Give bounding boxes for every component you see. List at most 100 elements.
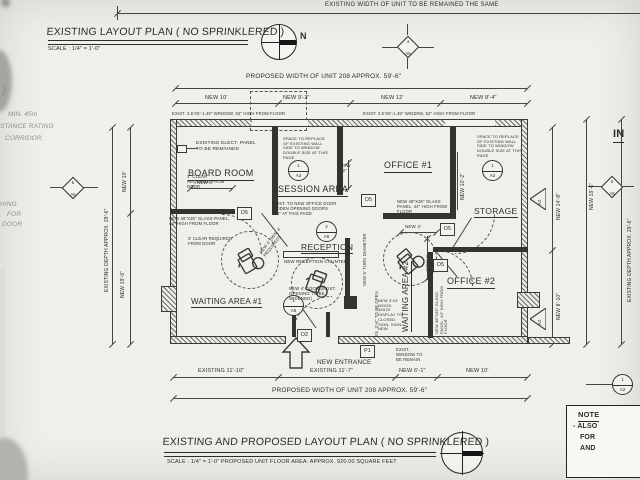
north-compass-icon (260, 23, 298, 61)
exterior-wall (161, 286, 177, 312)
dim-line (586, 384, 613, 385)
dim-line (586, 119, 587, 345)
exterior-wall (170, 119, 253, 127)
section-triangle-label: A2 (537, 319, 542, 325)
dim-bottom-overall: PROPOSED WIDTH OF UNIT 208 APPROX. 59'-6… (272, 387, 428, 394)
dim-line (457, 152, 458, 210)
room-label: OFFICE #1 (384, 160, 433, 173)
dim-label: NEW 19'-6" (589, 182, 595, 210)
dim-line (117, 13, 640, 14)
door-tag: D5 (237, 207, 252, 220)
room-label: WAITING AREA #2 (401, 260, 413, 332)
entrance-label: NEW ENTRANCE (317, 359, 372, 366)
proposed-plan-title: EXISTING AND PROPOSED LAYOUT PLAN ( NO S… (162, 436, 490, 448)
dim-line (621, 119, 622, 345)
annotation: EX. 3'-6" TO BE OPEN (374, 291, 379, 337)
interior-wall (433, 247, 528, 252)
dim-line (407, 24, 408, 35)
proposed-window-dashed (250, 91, 307, 131)
door-tag: D2 (297, 329, 312, 342)
annotation: EXIST. TO NEW OFFICE DOOR HIDDEN OPENING… (272, 201, 337, 216)
interior-wall (428, 252, 433, 338)
dim-line (173, 398, 527, 399)
scan-smudge (0, 438, 28, 480)
wheelchair-icon (390, 241, 429, 281)
pencil-note: HING (0, 201, 17, 208)
dim-label: EXISTING DEPTH APPROX. 29'-6" (104, 208, 110, 293)
existing-plan-title: EXISTING LAYOUT PLAN ( NO SPRINKLERED ) (46, 26, 285, 38)
interior-wall (345, 238, 350, 298)
dim-label: NEW 9'-2" (283, 95, 310, 101)
room-label: STORAGE (474, 206, 518, 219)
annotation: 3' CLEAR REQUIRED FROM DOOR (188, 236, 233, 246)
dim-line (186, 148, 197, 149)
interior-wall (292, 312, 296, 337)
dim-line (427, 236, 428, 280)
room-label: BOARD ROOM (188, 168, 254, 181)
annotation: EXIST. WINDOW TO BE REMAIN (396, 347, 423, 362)
note-title: NOTE (578, 410, 600, 422)
dim-label: NEW 4' (197, 180, 214, 185)
proposed-plan-scale: SCALE : 1/4" = 1'-0" (167, 459, 220, 465)
electrical-panel (177, 145, 187, 153)
room-label: WAITING AREA #1 (191, 297, 263, 309)
pencil-note: MIN. 45m (8, 111, 38, 118)
entrance-arrow-icon (280, 336, 312, 369)
dim-label: NEW 22" (340, 163, 351, 174)
annotation: NEW 4' DOOR (EXIST. OPENING TO BE WIDENE… (289, 286, 337, 302)
annotation: NEW RECEPTION COUNTER (284, 259, 348, 264)
interior-wall (337, 127, 343, 195)
dim-line (407, 58, 408, 69)
annotation: SPACE TO REPLACE OF EXISTING WALL SIDE T… (477, 134, 523, 158)
exterior-wall (338, 336, 528, 344)
dim-label: NEW 19'-6" (120, 270, 126, 298)
pencil-note: STANCE RATING (0, 123, 54, 130)
interior-wall (450, 127, 456, 217)
interior-wall (326, 312, 330, 337)
window-note: EXIST. 3.5'X5'-1.49" WINDOW, 52" HIGH FR… (172, 111, 286, 116)
interior-wall (170, 209, 235, 214)
door-tag: D5 (361, 194, 376, 207)
dim-label: NEW 8'-10" (556, 292, 562, 320)
existing-plan-scale: SCALE : 1/4" = 1'-0" (48, 46, 101, 52)
dim-label: NEW 10' (466, 368, 489, 374)
annotation: NEW 48"X36" GLASS PANEL, 44" HIGH FROM F… (434, 286, 449, 334)
dim-line (348, 160, 349, 190)
annotation: NEW 48"X36" GLASS PANEL, 44" HIGH FROM F… (169, 216, 230, 226)
dim-label: NEW 4' (425, 254, 430, 271)
top-boundary-note: EXISTING WIDTH OF UNIT TO BE REMAINED TH… (325, 2, 499, 8)
annotation: NEW 48"X36" GLASS PANEL, 44" HIGH FROM F… (397, 199, 448, 214)
north-compass-icon (440, 431, 484, 475)
dim-line (130, 127, 131, 345)
annotation: NEW 5' TURN DIAMETER (362, 233, 367, 286)
dim-label: NEW 4' (405, 224, 422, 229)
dim-label: NEW 8'-4" (470, 95, 497, 101)
dim-label: NEW 6'-1" (399, 368, 426, 374)
side-note: IN (613, 128, 625, 143)
note-line: AND (580, 445, 596, 452)
dim-label: NEW 10' (205, 95, 228, 101)
scan-edge (0, 268, 5, 480)
dim-label: EXISTING 11'-10" (198, 368, 245, 374)
title-underline (164, 452, 436, 457)
dim-line (552, 127, 553, 345)
pencil-note: DOOR (2, 221, 23, 228)
door-block (344, 296, 357, 309)
exterior-wall (528, 337, 570, 344)
dim-line (190, 188, 232, 189)
room-label: SESSION AREA (278, 184, 349, 197)
scan-smudge (1, 0, 10, 7)
exterior-wall (307, 119, 446, 127)
room-label: OFFICE #2 (447, 276, 496, 289)
dim-label: EXISTING 11'-7" (310, 368, 354, 374)
wheelchair-icon (301, 265, 336, 302)
pencil-note: CORRIDOR. (5, 135, 44, 142)
